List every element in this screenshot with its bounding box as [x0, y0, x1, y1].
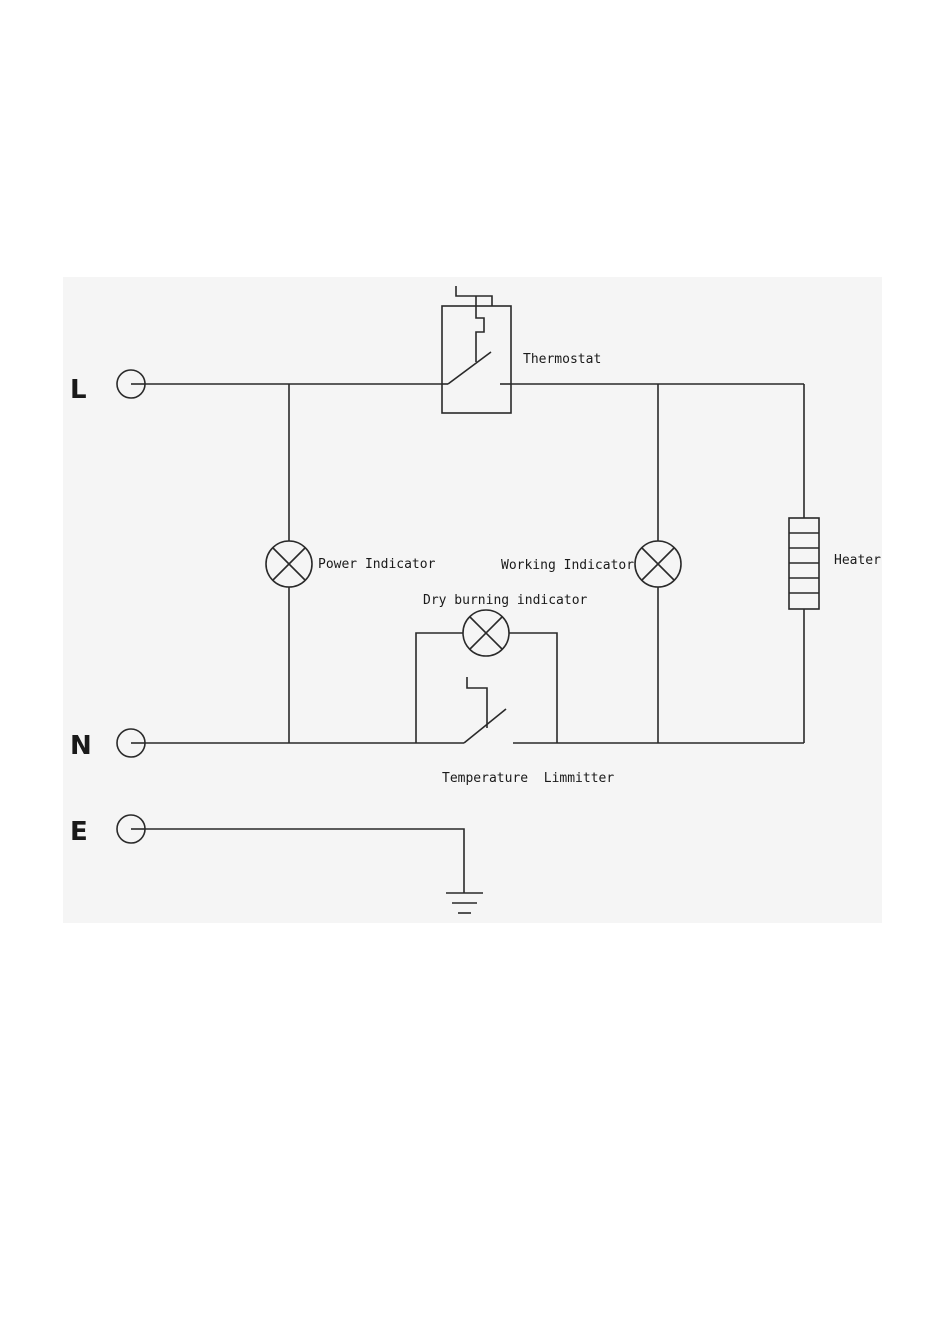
limiter-switch-icon [464, 709, 506, 743]
power-indicator-lamp [266, 541, 312, 587]
terminals: L N E [70, 370, 146, 847]
dry-burning-loop-right [509, 633, 557, 743]
terminal-label-earth: E [70, 817, 88, 847]
working-indicator-label: Working Indicator [501, 558, 634, 573]
thermostat-label: Thermostat [523, 352, 601, 367]
thermostat-sensor-icon [456, 286, 492, 306]
temperature-limiter-label: Temperature Limmitter [442, 771, 614, 786]
dry-burning-indicator-lamp [463, 610, 509, 656]
thermostat-switch-icon [448, 352, 491, 384]
heater-label: Heater [834, 553, 881, 568]
dry-burning-indicator-label: Dry burning indicator [423, 593, 588, 608]
dry-burning-loop-left [416, 633, 463, 743]
temperature-limiter-switch [464, 677, 506, 743]
limiter-actuator-icon [467, 677, 487, 728]
ground-icon [446, 893, 483, 913]
thermostat-symbol [442, 286, 511, 413]
terminal-label-live: L [70, 375, 87, 405]
terminal-label-neutral: N [70, 731, 92, 761]
power-indicator-label: Power Indicator [318, 557, 436, 572]
earth-line [146, 829, 464, 893]
working-indicator-lamp [635, 541, 681, 587]
heater-element [789, 518, 819, 609]
